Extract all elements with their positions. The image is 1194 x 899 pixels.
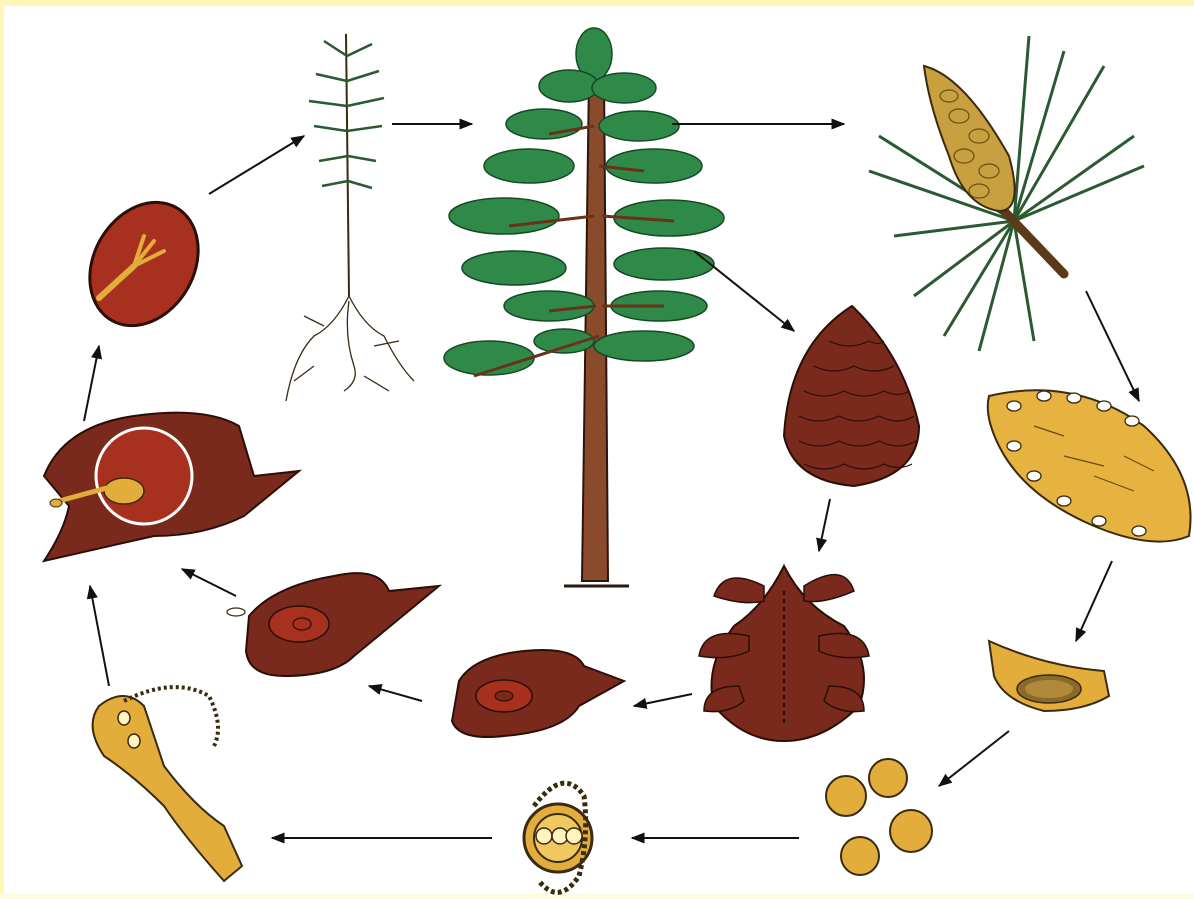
ovule-scale (452, 650, 624, 737)
winged-pollen-grain (524, 783, 592, 892)
seedling (286, 34, 414, 401)
adult-pine-tree (444, 28, 724, 586)
seed-with-embryo (68, 183, 220, 346)
pollen-tube (93, 687, 242, 881)
ovule-megaspore (227, 573, 439, 676)
diagram-canvas (4, 6, 1194, 899)
female-cone (784, 306, 919, 486)
male-cone-section (988, 390, 1191, 541)
fertilized-ovule (44, 413, 299, 561)
microsporangium (989, 641, 1109, 711)
female-cone-section (699, 566, 869, 741)
male-cone-branch (869, 36, 1144, 351)
pollen-grains (826, 759, 932, 875)
